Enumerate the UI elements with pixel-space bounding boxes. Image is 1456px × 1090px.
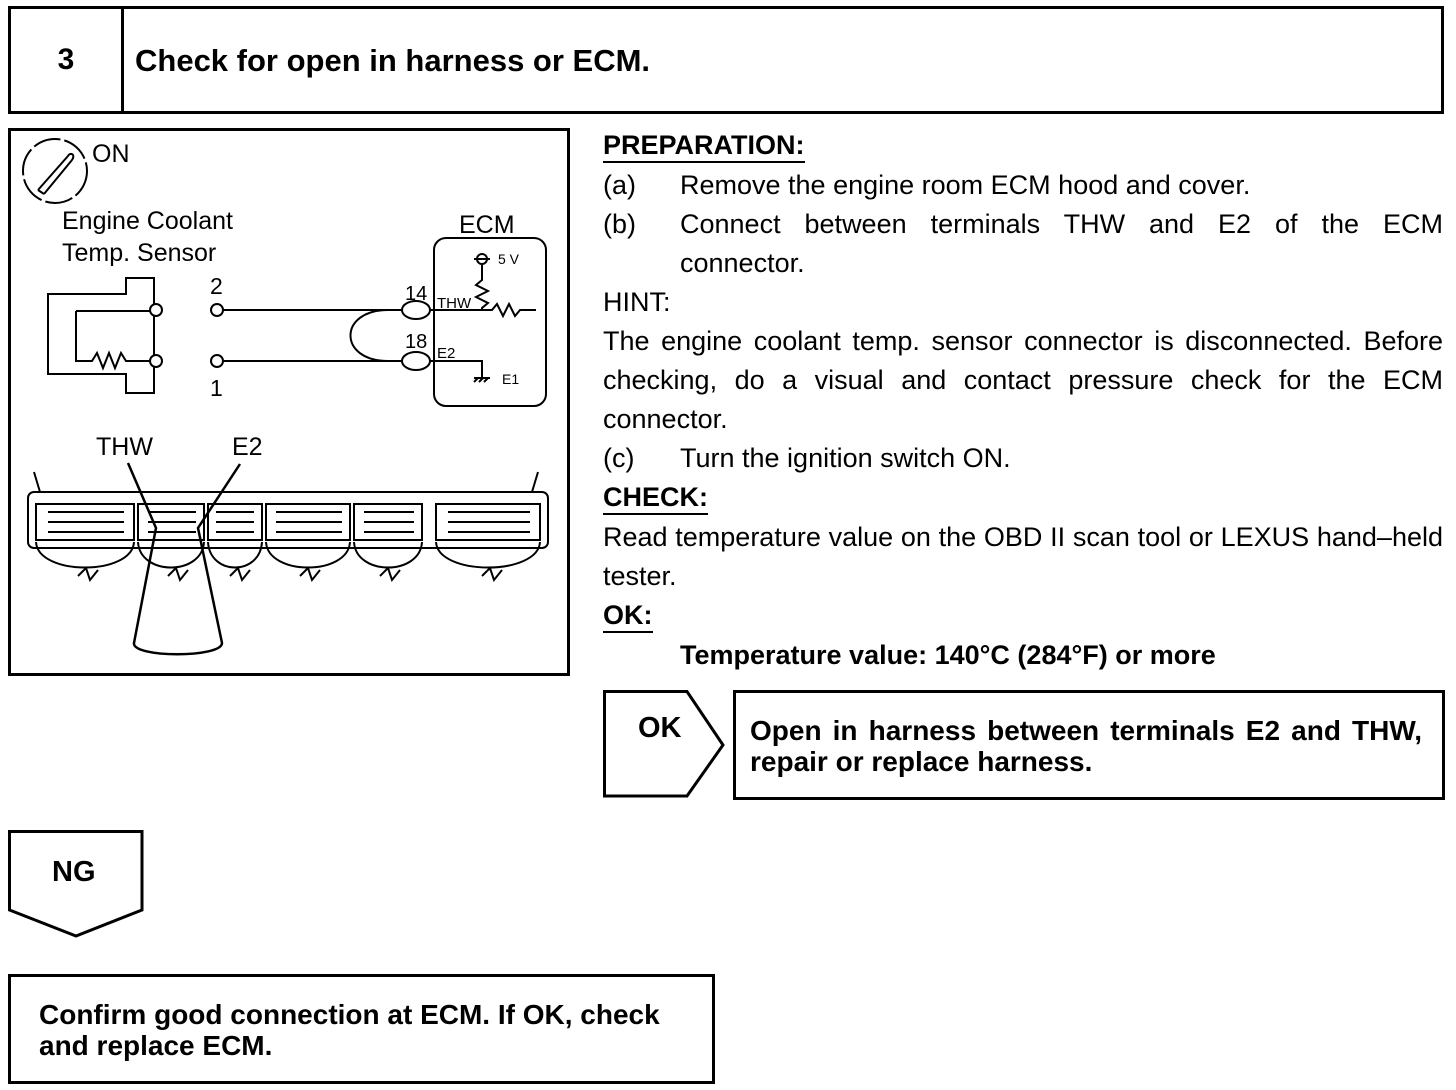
ignition-on-label: ON: [92, 140, 130, 168]
voltage-label: 5 V: [498, 251, 520, 267]
step-c-label: (c): [603, 443, 635, 473]
wiring-diagram-svg: ON Engine Coolant Temp. Sensor ECM 2 1 1…: [8, 128, 570, 676]
sensor-pin-1: 1: [210, 375, 223, 401]
check-heading: CHECK:: [603, 481, 708, 515]
hint-text: The engine coolant temp. sensor connecto…: [603, 326, 1443, 434]
prep-step-b: (b) Connect between terminals THW and E2…: [603, 205, 1443, 283]
harness-wires: [223, 309, 406, 362]
sensor-pin-2: 2: [210, 273, 223, 299]
terminal-14: 14: [405, 283, 427, 305]
ng-result-text: Confirm good connection at ECM. If OK, c…: [39, 999, 660, 1061]
step-c: (c) Turn the ignition switch ON.: [603, 439, 1443, 478]
ecm-connector-face: [27, 471, 549, 583]
terminal-18: 18: [405, 331, 427, 353]
ignition-key-icon: [22, 138, 88, 204]
ecm-terminal-e2: [401, 351, 431, 371]
sensor-label-line2: Temp. Sensor: [62, 239, 216, 267]
check-text: Read temperature value on the OBD II sca…: [603, 522, 1443, 591]
prep-step-a-text: Remove the engine room ECM hood and cove…: [680, 170, 1251, 200]
procedure-text: PREPARATION: (a) Remove the engine room …: [603, 126, 1443, 675]
ground-label: E1: [502, 371, 519, 387]
ecm-label: ECM: [459, 211, 515, 239]
sensor-label-line1: Engine Coolant: [62, 207, 233, 235]
ecm-internal-circuit: [430, 253, 536, 383]
ng-arrow-shape: [8, 830, 144, 938]
connector-label-e2: E2: [232, 433, 263, 461]
coolant-sensor-symbol: [47, 277, 156, 394]
hint-heading: HINT:: [603, 287, 671, 317]
step-number: 3: [11, 9, 124, 111]
ng-result-box: Confirm good connection at ECM. If OK, c…: [8, 974, 715, 1084]
ok-result-box: Open in harness between terminals E2 and…: [733, 690, 1445, 800]
prep-step-a: (a) Remove the engine room ECM hood and …: [603, 166, 1443, 205]
ok-spec: Temperature value: 140°C (284°F) or more: [680, 640, 1216, 670]
prep-step-a-label: (a): [603, 170, 636, 200]
ok-result-text: Open in harness between terminals E2 and…: [750, 715, 1422, 777]
step-header: 3 Check for open in harness or ECM.: [8, 6, 1444, 114]
terminal-name-thw: THW: [437, 295, 472, 312]
preparation-heading: PREPARATION:: [603, 129, 805, 163]
ok-arrow-label: OK: [638, 712, 682, 744]
prep-step-b-text: Connect between terminals THW and E2 of …: [680, 209, 1443, 278]
step-c-text: Turn the ignition switch ON.: [680, 443, 1011, 473]
ng-arrow-label: NG: [52, 856, 96, 888]
ok-heading: OK:: [603, 599, 653, 633]
ecm-box: [433, 237, 547, 407]
wiring-diagram: ON Engine Coolant Temp. Sensor ECM 2 1 1…: [8, 128, 570, 676]
terminal-name-e2: E2: [437, 345, 455, 362]
connector-label-thw: THW: [96, 433, 153, 461]
ok-arrow-shape: [603, 690, 725, 798]
test-jumper-wire: [126, 462, 242, 656]
prep-step-b-label: (b): [603, 209, 636, 239]
step-title: Check for open in harness or ECM.: [135, 43, 651, 78]
